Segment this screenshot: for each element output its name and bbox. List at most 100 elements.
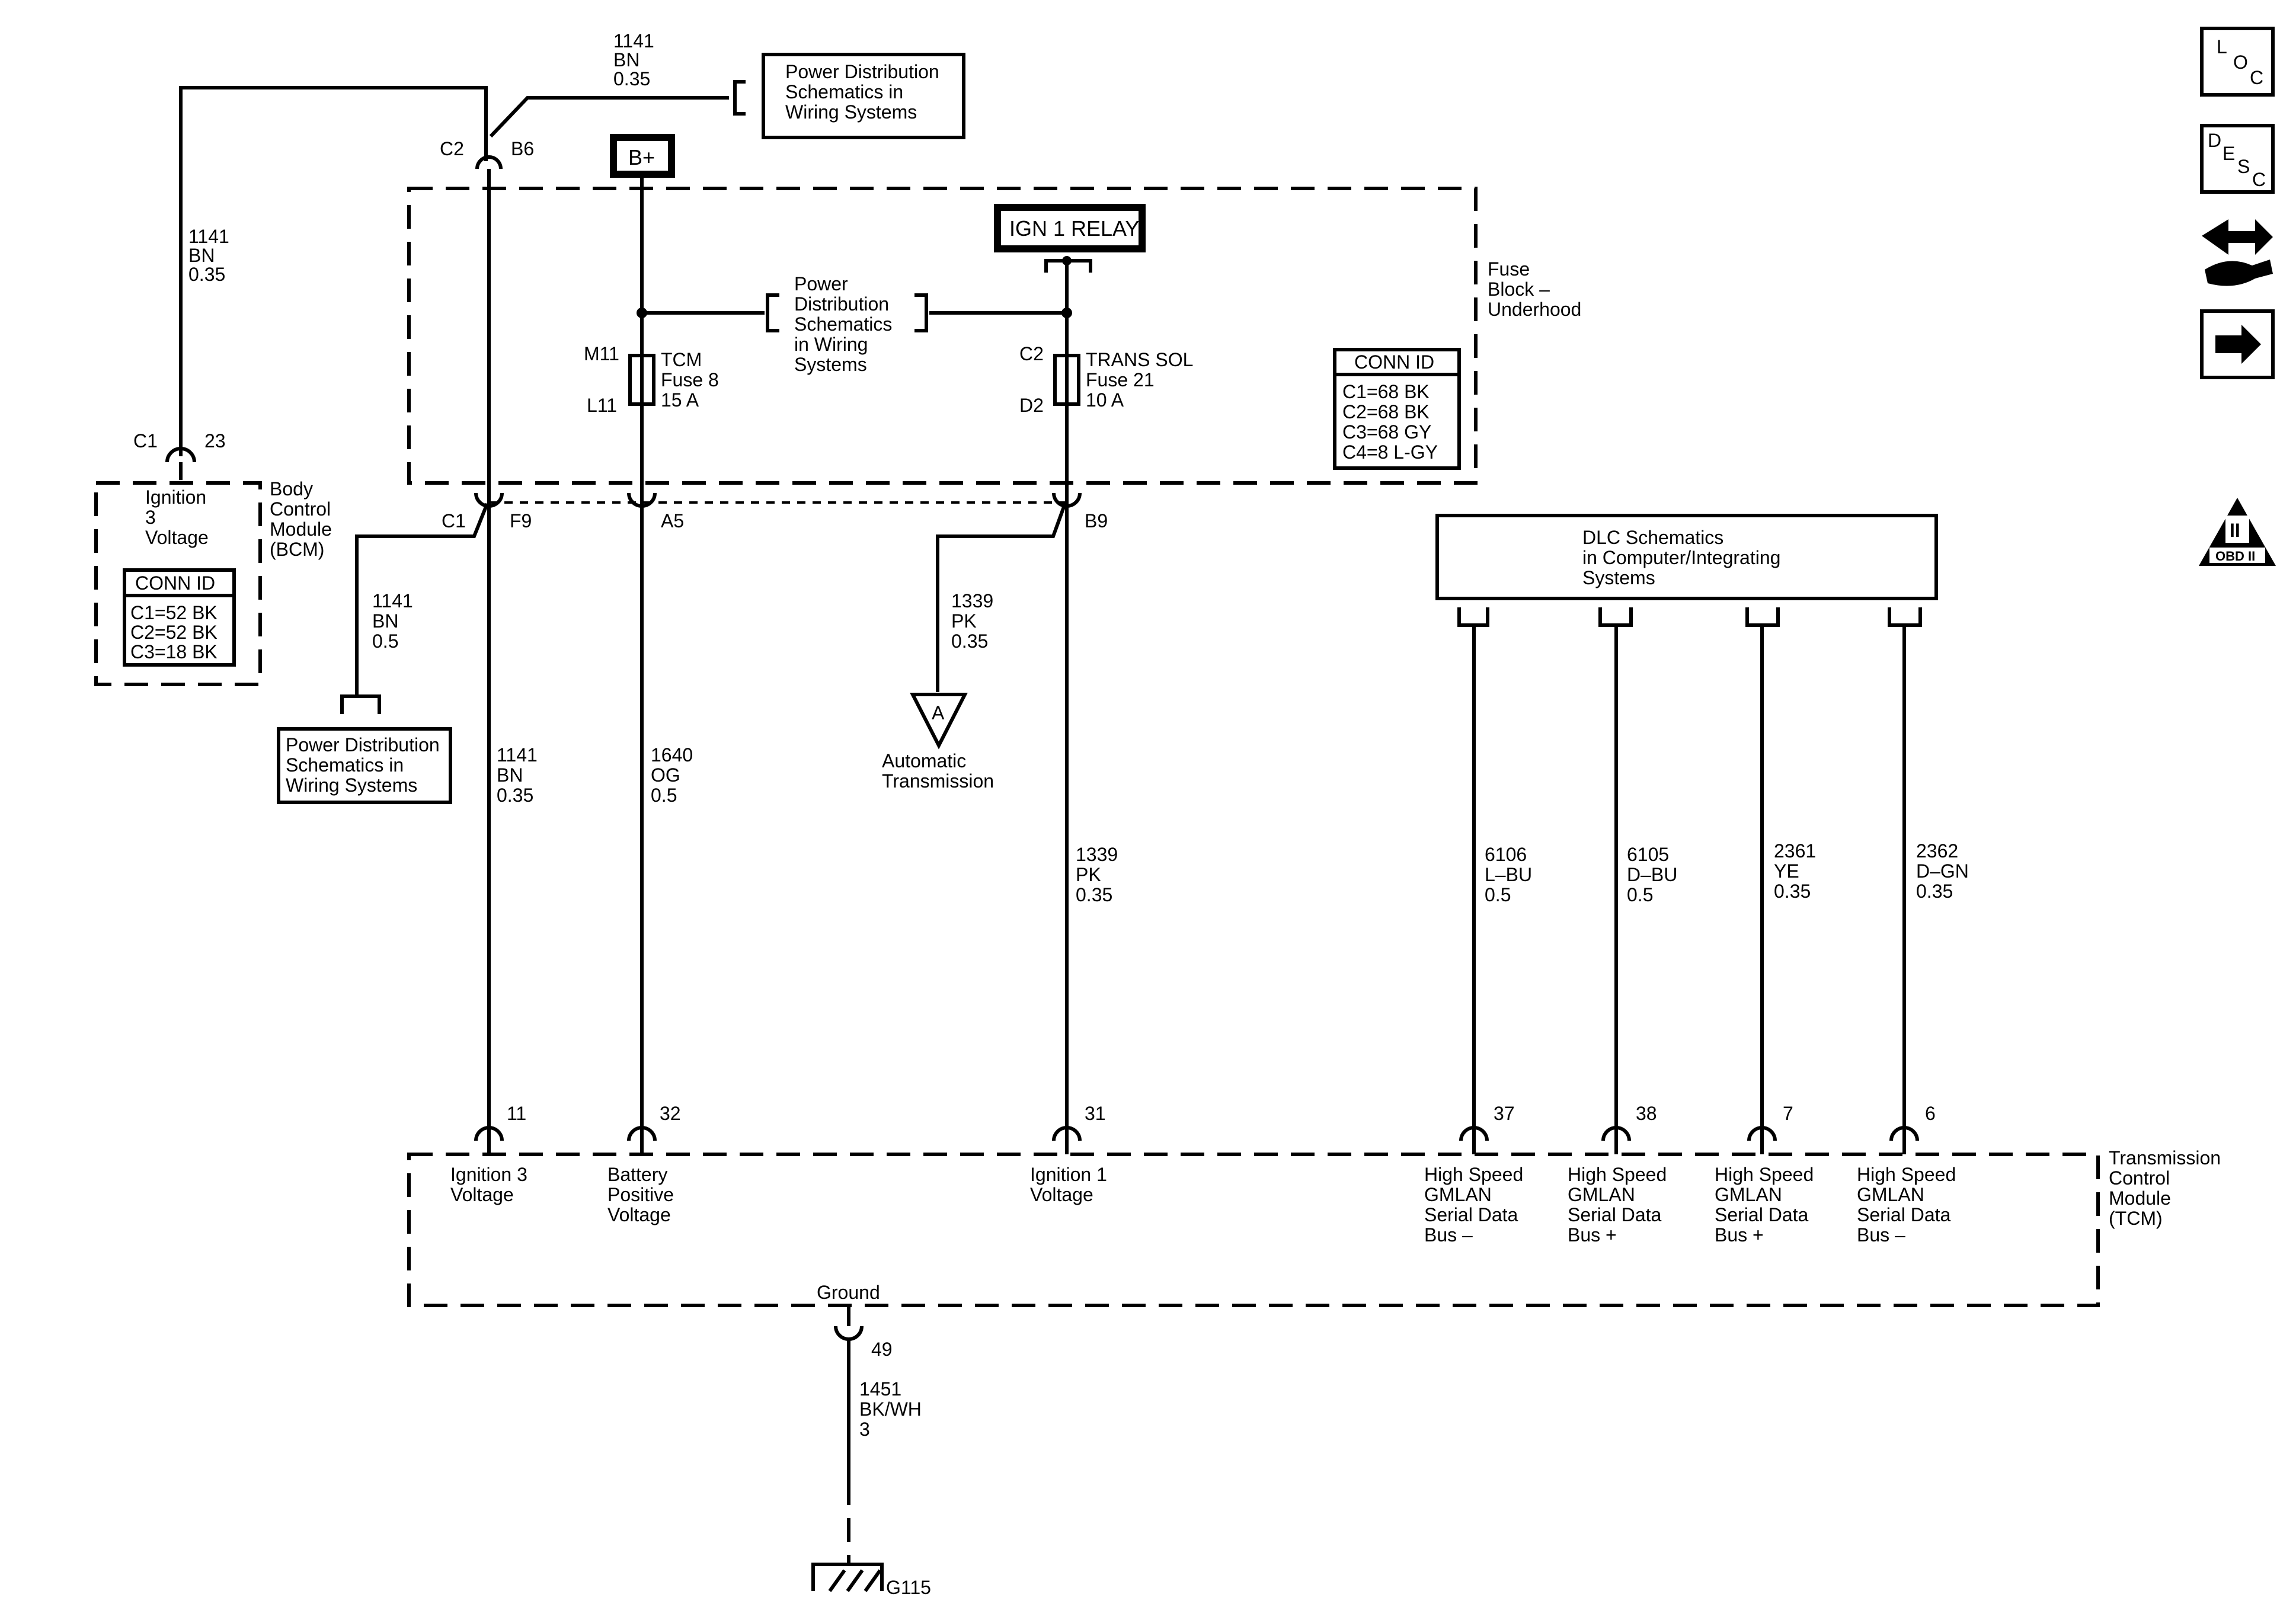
w2362-gauge: 0.35 xyxy=(1916,881,1953,902)
svg-text:S: S xyxy=(2237,156,2250,177)
bcm-conn-id xyxy=(123,568,236,667)
left-wire-gauge: 0.35 xyxy=(188,264,225,285)
pds-mid-line5: Systems xyxy=(794,354,867,375)
w2361-num: 2361 xyxy=(1774,840,1816,862)
pds-top-box[interactable] xyxy=(762,53,965,139)
ground-connector-49 xyxy=(834,1326,864,1341)
fuse-block-line3: Underhood xyxy=(1488,299,1581,320)
loc-icon[interactable]: L O C xyxy=(2200,27,2275,97)
tcm-hs38-3: Serial Data xyxy=(1568,1204,1662,1225)
tcm-hs7-4: Bus + xyxy=(1715,1224,1764,1246)
wire-1141-low-branch xyxy=(355,502,489,694)
w1339a-gauge: 0.35 xyxy=(951,630,988,652)
auto-trans-triangle[interactable] xyxy=(910,693,968,750)
bcm-name-2: Control xyxy=(270,498,331,520)
tcm-hs37-4: Bus – xyxy=(1424,1224,1473,1246)
bcm-outline xyxy=(94,481,262,686)
w6105-num: 6105 xyxy=(1627,844,1669,865)
w1339a-num: 1339 xyxy=(951,590,993,612)
fuse-block-line2: Block – xyxy=(1488,279,1550,300)
bcm-name-3: Module xyxy=(270,518,332,540)
svg-text:II: II xyxy=(2230,520,2240,541)
connector-c1-f9 xyxy=(474,492,504,508)
dlc-bracket-6 xyxy=(1888,607,1922,627)
tcm-ign1-2: Voltage xyxy=(1030,1184,1093,1205)
w2361-color: YE xyxy=(1774,860,1799,882)
fb-conn-1: C1=68 BK xyxy=(1342,381,1430,402)
pds-low-bracket xyxy=(340,694,381,714)
label-l11: L11 xyxy=(587,395,617,416)
svg-text:D: D xyxy=(2208,130,2221,151)
label-bcm-23: 23 xyxy=(204,430,226,452)
tcm-ign3-2: Voltage xyxy=(450,1184,514,1205)
w6105-color: D–BU xyxy=(1627,864,1677,885)
bcm-conn-1: C1=52 BK xyxy=(130,602,218,623)
label-c2-mid: C2 xyxy=(1019,343,1044,364)
w1451-color: BK/WH xyxy=(859,1398,922,1420)
w6105-gauge: 0.5 xyxy=(1627,884,1653,905)
w1339b-color: PK xyxy=(1076,864,1101,885)
pds-low-box[interactable] xyxy=(277,727,452,804)
bcm-conn-2: C2=52 BK xyxy=(130,622,218,643)
dlc-bracket-37 xyxy=(1457,607,1489,627)
pds-mid-line3: Schematics xyxy=(794,313,892,335)
pin-31: 31 xyxy=(1085,1103,1106,1124)
pin-32: 32 xyxy=(660,1103,681,1124)
svg-text:O: O xyxy=(2233,52,2248,73)
tcm-hs38-1: High Speed xyxy=(1568,1164,1667,1185)
tcm-fuse-line3: 15 A xyxy=(661,389,699,411)
left-wire-num: 1141 xyxy=(188,226,229,247)
wire-top-gauge: 0.35 xyxy=(613,68,650,89)
ground-hatch-3 xyxy=(864,1569,882,1592)
tcm-name-3: Module xyxy=(2109,1188,2171,1209)
tcm-pin-38 xyxy=(1601,1126,1631,1141)
dlc-box[interactable] xyxy=(1435,514,1938,600)
auto-trans-line2: Transmission xyxy=(882,770,994,792)
wire-1141-bcm xyxy=(179,86,488,456)
svg-text:C: C xyxy=(2250,67,2263,88)
pin-37: 37 xyxy=(1494,1103,1515,1124)
pds-mid-line4: in Wiring xyxy=(794,334,868,355)
wrench-arrow-icon[interactable] xyxy=(2202,219,2273,286)
auto-trans-line1: Automatic xyxy=(882,750,966,772)
fb-conn-4: C4=8 L-GY xyxy=(1342,441,1438,463)
auto-trans-letter: A xyxy=(932,702,945,724)
tcm-pin-32 xyxy=(627,1126,657,1141)
tcm-hs7-3: Serial Data xyxy=(1715,1204,1809,1225)
connector-bcm-c1 xyxy=(165,447,196,463)
bplus-box xyxy=(610,134,675,178)
pds-top-line3: Wiring Systems xyxy=(785,101,917,123)
w1640-color: OG xyxy=(651,764,680,786)
fb-conn-2: C2=68 BK xyxy=(1342,401,1430,422)
label-c1-mid: C1 xyxy=(442,510,466,532)
w1141-05-gauge: 0.5 xyxy=(372,630,398,652)
tcm-hs38-4: Bus + xyxy=(1568,1224,1617,1246)
pds-top-line2: Schematics in xyxy=(785,81,903,103)
ground-hatch-1 xyxy=(828,1569,846,1592)
w1640-num: 1640 xyxy=(651,744,693,766)
pin-49: 49 xyxy=(871,1339,893,1360)
w1640-gauge: 0.5 xyxy=(651,785,677,806)
w1339b-num: 1339 xyxy=(1076,844,1118,865)
bcm-ign-3: Voltage xyxy=(145,527,209,548)
w1141-05-color: BN xyxy=(372,610,398,632)
wire-top-color: BN xyxy=(613,49,639,71)
w2362-num: 2362 xyxy=(1916,840,1958,862)
fuse-block-underhood-outline xyxy=(407,187,1478,485)
w6106-num: 6106 xyxy=(1485,844,1527,865)
ground-hatch-2 xyxy=(846,1569,864,1592)
w2361-gauge: 0.35 xyxy=(1774,881,1811,902)
tcm-name-4: (TCM) xyxy=(2109,1208,2163,1229)
wire-top-num: 1141 xyxy=(613,30,654,52)
wire-1141-top-branch xyxy=(489,96,729,138)
obd-ii-icon[interactable]: II OBD II xyxy=(2199,498,2276,566)
pin-38: 38 xyxy=(1636,1103,1657,1124)
tcm-hs37-2: GMLAN xyxy=(1424,1184,1492,1205)
next-arrow-icon[interactable] xyxy=(2200,309,2275,379)
w1339b-gauge: 0.35 xyxy=(1076,884,1112,905)
desc-icon[interactable]: D E S C xyxy=(2200,124,2275,194)
ground-symbol-g115 xyxy=(811,1563,884,1591)
w6106-color: L–BU xyxy=(1485,864,1532,885)
wire-1339-branch xyxy=(936,502,1067,692)
svg-text:E: E xyxy=(2223,143,2235,164)
